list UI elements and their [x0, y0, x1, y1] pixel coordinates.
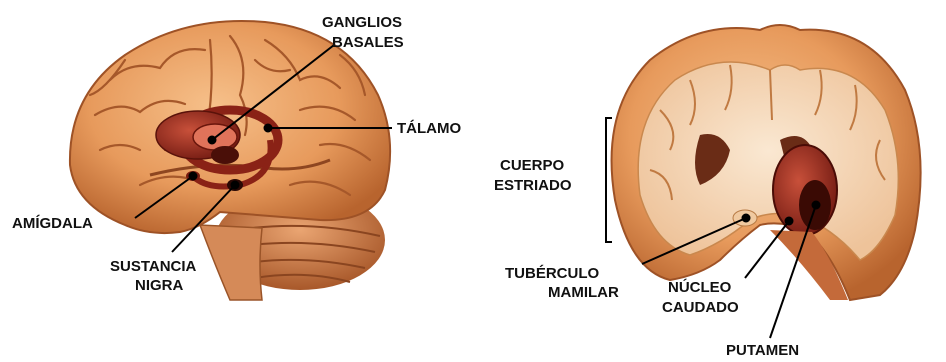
dot-putamen [813, 202, 820, 209]
dot-amigdala [190, 173, 197, 180]
label-tuberculo-line1: TUBÉRCULO [505, 265, 599, 282]
label-ganglios-line1: GANGLIOS [322, 14, 402, 31]
dot-nucleo [786, 218, 793, 225]
dot-ganglios [209, 137, 216, 144]
right-brain [612, 25, 921, 300]
label-putamen: PUTAMEN [726, 342, 799, 359]
label-cuerpo-line1: CUERPO [500, 157, 565, 174]
label-cuerpo-line2: ESTRIADO [494, 177, 572, 194]
dot-tuberculo [743, 215, 750, 222]
label-amigdala: AMÍGDALA [12, 215, 93, 232]
white-matter [638, 62, 898, 260]
striatum-bracket [606, 118, 612, 242]
label-sustancia-line2: NIGRA [135, 277, 184, 294]
label-nucleo-line1: NÚCLEO [668, 278, 732, 296]
label-ganglios-line2: BASALES [332, 34, 404, 51]
dot-sustancia [232, 182, 239, 189]
label-talamo: TÁLAMO [397, 120, 461, 137]
label-tuberculo-line2: MAMILAR [548, 284, 619, 301]
label-sustancia-line1: SUSTANCIA [110, 258, 197, 275]
thalamus-core [211, 146, 239, 164]
dot-talamo [265, 125, 272, 132]
label-nucleo-line2: CAUDADO [662, 299, 739, 316]
brainstem [200, 225, 262, 300]
